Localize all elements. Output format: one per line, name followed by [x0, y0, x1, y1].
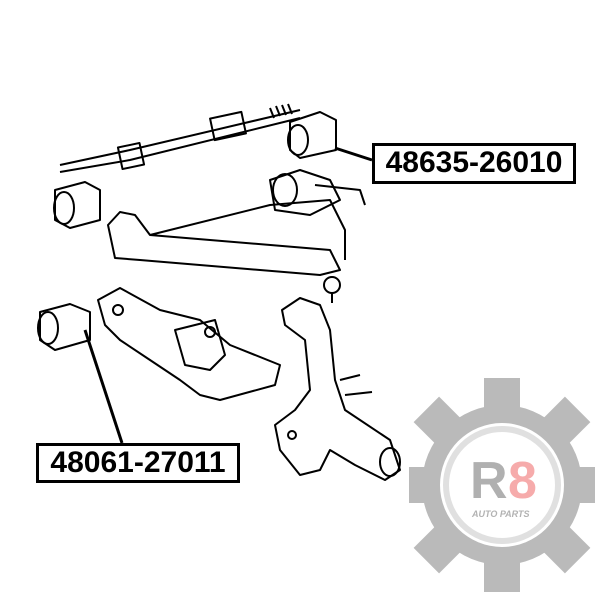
bushing-left-part — [53, 181, 101, 229]
bushing-upper-part — [287, 111, 337, 159]
logo-tagline: AUTO PARTS — [471, 509, 530, 519]
shaft-part — [59, 103, 301, 173]
logo-8-letter: 8 — [508, 452, 537, 510]
bushing-lower-part — [37, 303, 91, 351]
lower-bracket-part — [97, 287, 281, 401]
upper-control-arm-part — [107, 169, 366, 303]
leader-line-48061-27011 — [83, 329, 124, 444]
leader-line-48635-26010 — [334, 146, 373, 162]
r8-logo-watermark: R 8 AUTO PARTS — [409, 378, 595, 592]
steering-knuckle-part — [274, 297, 401, 481]
part-number-label: 48061-27011 — [36, 443, 240, 483]
logo-r-letter: R — [470, 452, 508, 510]
part-number-label: 48635-26010 — [372, 143, 576, 184]
